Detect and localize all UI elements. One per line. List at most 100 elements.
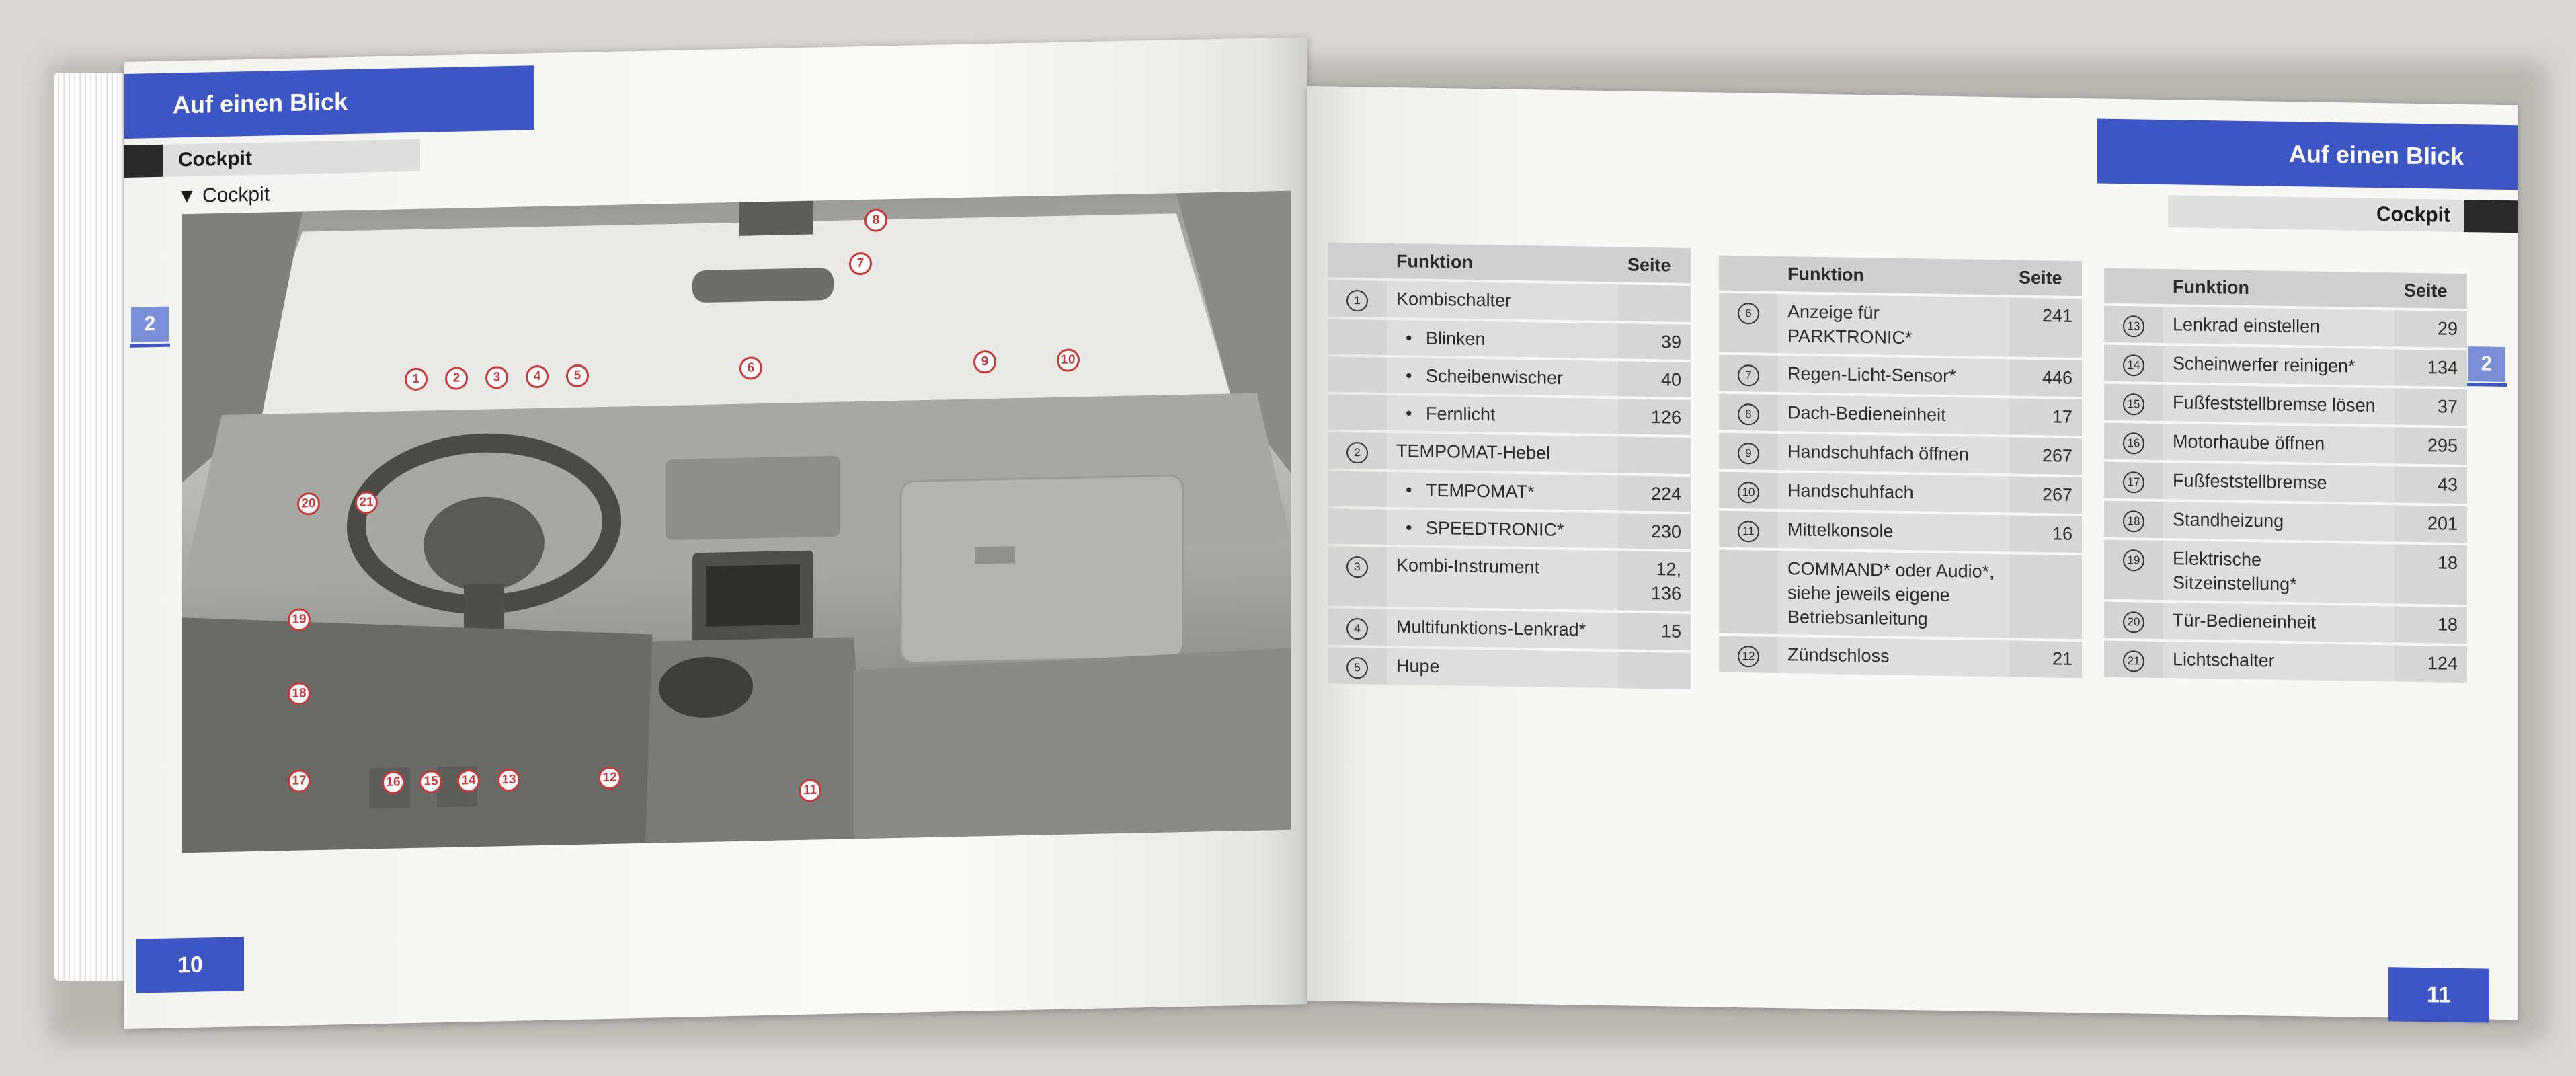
col-header-function: Funktion: [1387, 243, 1618, 282]
right-chapter-tab: 2: [2468, 346, 2505, 382]
function-label: Mittelkonsole: [1778, 511, 2009, 552]
cockpit-illustration: [182, 190, 1291, 853]
function-label: TEMPOMAT*: [1387, 471, 1618, 511]
col-header-page: Seite: [2394, 272, 2467, 309]
page-ref: 241: [2009, 297, 2082, 358]
right-chapter-line: [2466, 383, 2507, 387]
item-number: 14: [2123, 354, 2144, 377]
function-label: Blinken: [1387, 319, 1618, 359]
page-ref: 40: [1618, 361, 1691, 397]
left-subsection-title: ▼ Cockpit: [177, 183, 270, 208]
function-label: Kombischalter: [1387, 280, 1618, 321]
table-row: 14 Scheinwerfer reinigen*134: [2104, 344, 2467, 387]
col-header-function: Funktion: [1778, 256, 2009, 295]
function-label: COMMAND* oder Audio*, siehe jeweils eige…: [1778, 550, 2009, 638]
item-number: 8: [1738, 404, 1759, 426]
page-ref: [1618, 652, 1691, 689]
item-number: 11: [1738, 521, 1759, 543]
item-number: 13: [2123, 315, 2144, 338]
function-label: Lenkrad einstellen: [2163, 306, 2394, 347]
page-ref: 16: [2009, 515, 2082, 553]
page-ref: [2009, 554, 2082, 640]
item-number: 17: [2123, 471, 2144, 494]
page-ref: 124: [2394, 645, 2467, 683]
right-section-title: Cockpit: [2168, 195, 2518, 233]
left-header: Auf einen Blick: [124, 65, 534, 139]
cockpit-photo: 8 7 1 2 3 4 5 6 9 10 20 21 19 18 17 16 1…: [182, 190, 1291, 853]
item-number: 19: [2123, 549, 2144, 572]
function-label: Fußfeststellbremse: [2163, 462, 2394, 503]
function-label: Regen-Licht-Sensor*: [1778, 355, 2009, 396]
left-page: Auf einen Blick Cockpit ▼ Cockpit 2: [124, 37, 1307, 1029]
page-ref: 18: [2394, 544, 2467, 605]
function-label: Scheinwerfer reinigen*: [2163, 345, 2394, 386]
page-edges: [54, 73, 134, 981]
item-number: 16: [2123, 432, 2144, 455]
item-number: 10: [1738, 482, 1759, 504]
table-row: COMMAND* oder Audio*, siehe jeweils eige…: [1719, 549, 2082, 640]
page-ref: 29: [2394, 310, 2467, 348]
item-number: 6: [1738, 303, 1759, 325]
item-number: 4: [1346, 617, 1368, 640]
left-chapter-line: [130, 343, 170, 348]
page-ref: 12, 136: [1618, 551, 1691, 611]
page-ref: 126: [1618, 399, 1691, 435]
page-ref: 201: [2394, 505, 2467, 543]
page-ref: 267: [2009, 437, 2082, 475]
item-number: 12: [1738, 646, 1759, 668]
function-label: Hupe: [1387, 648, 1618, 689]
function-label: Zündschloss: [1778, 636, 2009, 677]
item-number: 2: [1346, 441, 1368, 464]
page-ref: 21: [2009, 640, 2082, 679]
right-header: Auf einen Blick: [2097, 118, 2518, 190]
left-section-title: Cockpit: [124, 139, 420, 178]
table-row: SPEEDTRONIC*230: [1328, 508, 1691, 549]
item-number: 15: [2123, 393, 2144, 416]
table-row: 19 Elektrische Sitzeinstellung*18: [2104, 539, 2467, 605]
page-ref: [1618, 284, 1691, 322]
function-label: Elektrische Sitzeinstellung*: [2163, 540, 2394, 604]
page-ref: 17: [2009, 398, 2082, 436]
page-ref: 224: [1618, 475, 1691, 512]
left-page-number: 10: [136, 937, 244, 993]
page-ref: 295: [2394, 427, 2467, 465]
page-ref: 18: [2394, 606, 2467, 644]
page-ref: 134: [2394, 349, 2467, 387]
function-label: Motorhaube öffnen: [2163, 423, 2394, 464]
page-ref: 446: [2009, 359, 2082, 397]
function-label: Lichtschalter: [2163, 641, 2394, 682]
page-ref: 230: [1618, 513, 1691, 549]
page-ref: [1618, 436, 1691, 474]
table-row: 1 Kombischalter: [1328, 280, 1691, 322]
item-number: 18: [2123, 510, 2144, 533]
page-ref: 15: [1618, 613, 1691, 650]
item-number: 20: [2123, 611, 2144, 633]
table-row: TEMPOMAT*224: [1328, 471, 1691, 512]
item-number: 1: [1346, 289, 1368, 312]
page-ref: 39: [1618, 323, 1691, 360]
right-page-number: 11: [2388, 967, 2489, 1023]
table-row: 2 TEMPOMAT-Hebel: [1328, 432, 1691, 474]
page-ref: 37: [2394, 388, 2467, 426]
page-ref: 267: [2009, 476, 2082, 514]
col-header-page: Seite: [2009, 260, 2082, 297]
function-label: TEMPOMAT-Hebel: [1387, 432, 1618, 473]
